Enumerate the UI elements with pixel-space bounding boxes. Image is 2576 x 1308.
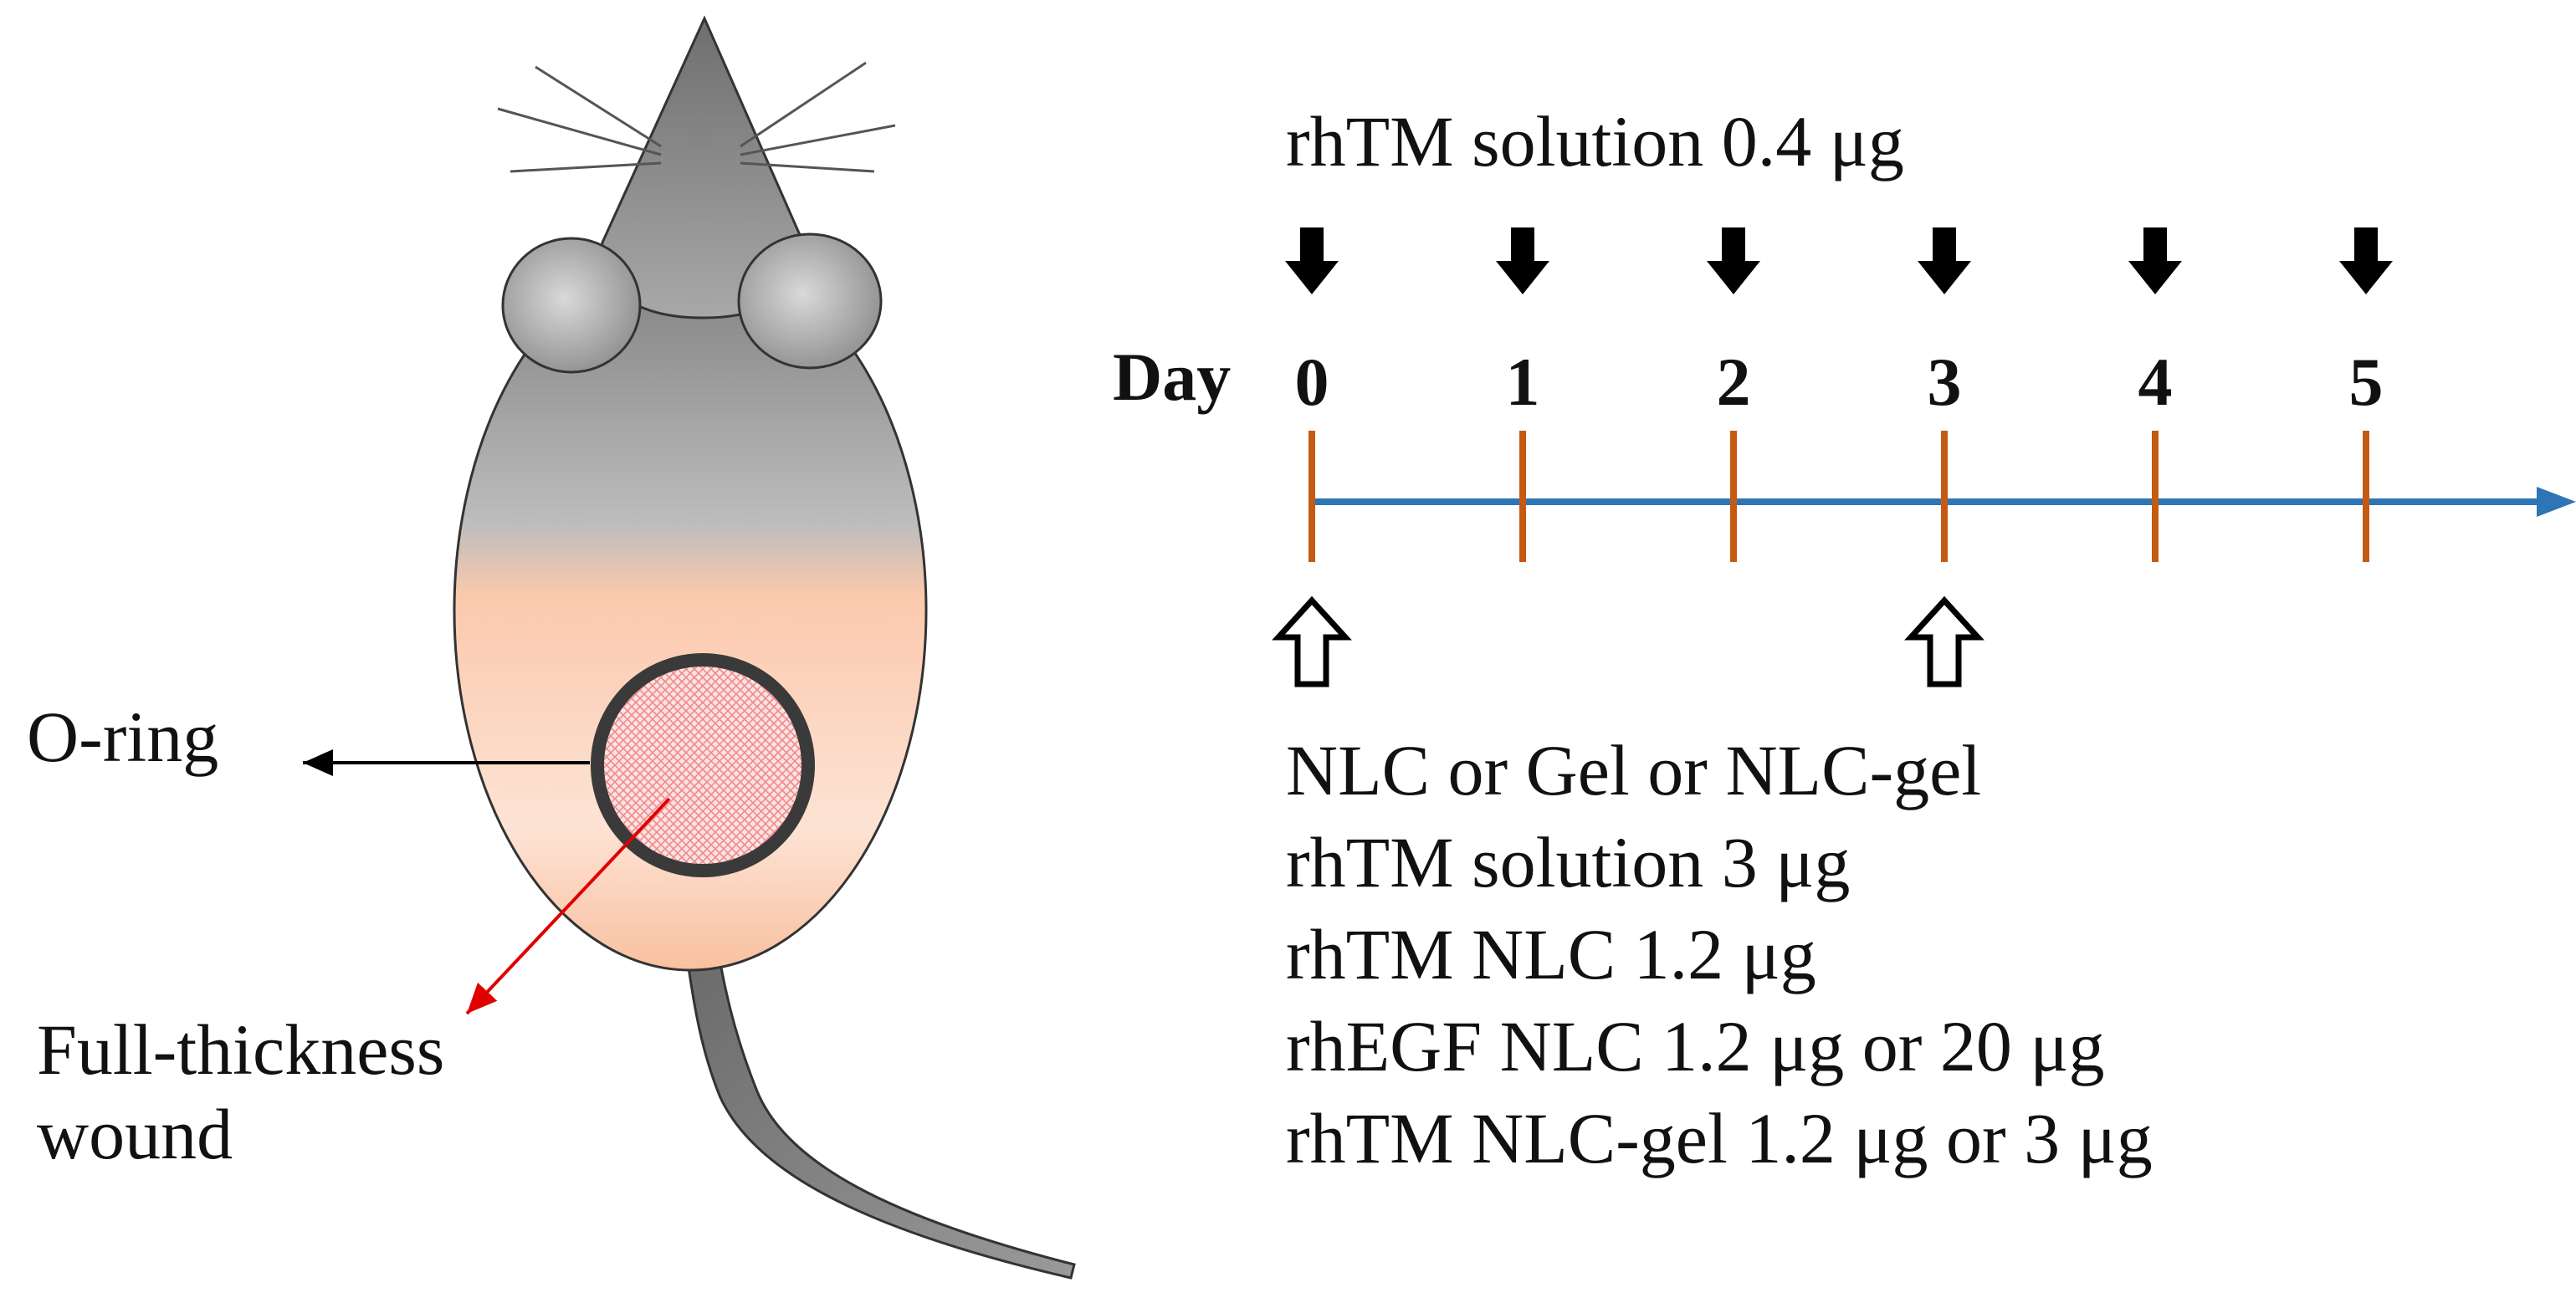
- mouse-tail: [684, 948, 1076, 1280]
- oring-label: O-ring: [27, 697, 219, 777]
- day-number: 1: [1505, 344, 1540, 420]
- treatment-group-item: rhTM solution 3 μg: [1286, 822, 1851, 902]
- single-dose-arrows: [1272, 595, 1984, 687]
- treatment-group-item: rhEGF NLC 1.2 μg or 20 μg: [1286, 1006, 2105, 1086]
- treatment-group-item: rhTM NLC 1.2 μg: [1286, 914, 1816, 994]
- dose-down-arrow: [1496, 227, 1549, 294]
- wound-pointer-arrow: [465, 797, 671, 1015]
- day-number: 4: [2138, 344, 2173, 420]
- daily-dose-group-label: rhTM solution 0.4 μg: [1286, 101, 1904, 181]
- dose-down-arrow: [2339, 227, 2393, 294]
- dose-up-arrow: [1272, 595, 1352, 687]
- treatment-group-item: NLC or Gel or NLC-gel: [1286, 730, 1982, 810]
- dose-up-arrow: [1904, 595, 1984, 687]
- left-ear: [501, 237, 642, 374]
- right-ear: [737, 232, 883, 370]
- dose-down-arrow: [2128, 227, 2182, 294]
- timeline: [1272, 227, 2576, 687]
- day-number: 2: [1716, 344, 1751, 420]
- dose-down-arrow: [1918, 227, 1971, 294]
- dose-down-arrow: [1707, 227, 1760, 294]
- wound-label: Full-thickness wound: [37, 1009, 445, 1174]
- daily-dose-arrows: [1285, 227, 2393, 294]
- timeline-arrowhead: [2537, 487, 2576, 517]
- treatment-group-item: rhTM NLC-gel 1.2 μg or 3 μg: [1286, 1098, 2153, 1178]
- day-number: 5: [2348, 344, 2384, 420]
- whiskers: [497, 61, 896, 173]
- day-axis-label: Day: [1113, 339, 1232, 415]
- day-number: 3: [1927, 344, 1962, 420]
- o-ring: [591, 653, 815, 877]
- mouse-illustration: [453, 15, 1076, 1280]
- day-number: 0: [1294, 344, 1329, 420]
- day-ticks: [1308, 431, 2369, 562]
- treatment-group-list: NLC or Gel or NLC-gel rhTM solution 3 μg…: [1286, 724, 2153, 1184]
- dose-down-arrow: [1285, 227, 1339, 294]
